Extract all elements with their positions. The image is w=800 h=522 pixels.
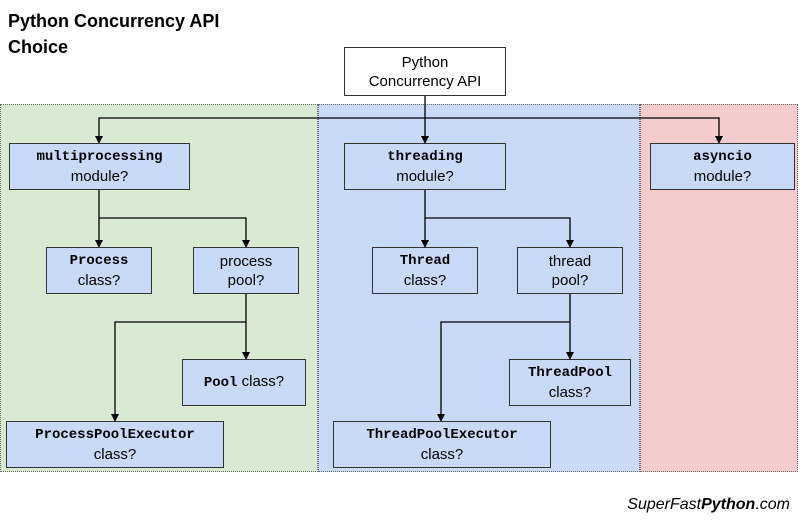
threadpool-class-node-code: ThreadPool: [527, 364, 612, 381]
thread-pool-node-line1: thread: [548, 252, 592, 270]
diagram-title: Python Concurrency API Choice: [8, 8, 219, 60]
thread-pool-node: thread pool?: [517, 247, 623, 294]
pool-class-node-code: Pool: [203, 375, 238, 391]
process-pool-node-line1: process: [219, 252, 273, 270]
threading-node: threading module?: [344, 143, 506, 190]
threading-node-text: module?: [396, 167, 454, 185]
asyncio-node-code: asyncio: [693, 148, 752, 165]
footer-brand-name: Python: [701, 496, 756, 513]
footer-brand-post: .com: [755, 496, 790, 513]
process-pool-node-line2: pool?: [227, 271, 265, 289]
thread-pool-node-line2: pool?: [551, 271, 589, 289]
threading-node-code: threading: [387, 148, 463, 165]
pool-class-node-content: Pool class?: [204, 372, 284, 393]
diagram-title-line2: Choice: [8, 37, 69, 57]
multiprocessing-node-text: module?: [70, 167, 129, 185]
connector-tpool-to-executor: [437, 321, 570, 422]
process-pool-executor-node-text: class?: [93, 445, 137, 463]
pool-class-node-text: class?: [237, 373, 285, 390]
footer-brand-pre: SuperFast: [627, 496, 702, 513]
thread-class-node: Thread class?: [372, 247, 478, 294]
thread-class-node-code: Thread: [399, 252, 451, 269]
multiprocessing-node: multiprocessing module?: [9, 143, 190, 190]
pool-class-node: Pool class?: [182, 359, 306, 406]
connector-mp-to-pool: [99, 217, 250, 248]
connector-th-to-pool: [425, 217, 574, 248]
multiprocessing-node-code: multiprocessing: [36, 148, 163, 165]
connector-root-to-multiprocessing: [95, 117, 425, 144]
process-class-node: Process class?: [46, 247, 152, 294]
root-node-line2: Concurrency API: [368, 72, 482, 90]
asyncio-node: asyncio module?: [650, 143, 795, 190]
connector-root-to-asyncio: [425, 117, 723, 144]
root-node-line1: Python: [401, 53, 449, 71]
connector-pool-to-executor: [111, 321, 246, 422]
footer-brand: SuperFastPython.com: [627, 496, 790, 514]
thread-class-node-text: class?: [403, 271, 447, 289]
thread-pool-executor-node-text: class?: [420, 445, 464, 463]
process-class-node-code: Process: [69, 252, 129, 269]
threadpool-class-node-text: class?: [548, 383, 592, 401]
process-pool-executor-node: ProcessPoolExecutor class?: [6, 421, 224, 468]
process-class-node-text: class?: [77, 271, 121, 289]
process-pool-executor-node-code: ProcessPoolExecutor: [35, 426, 195, 443]
diagram-title-line1: Python Concurrency API: [8, 11, 220, 31]
asyncio-node-text: module?: [693, 167, 752, 185]
process-pool-node: process pool?: [193, 247, 299, 294]
thread-pool-executor-node-code: ThreadPoolExecutor: [366, 426, 518, 443]
threadpool-class-node: ThreadPool class?: [509, 359, 631, 406]
thread-pool-executor-node: ThreadPoolExecutor class?: [333, 421, 551, 468]
root-node: Python Concurrency API: [344, 47, 506, 96]
